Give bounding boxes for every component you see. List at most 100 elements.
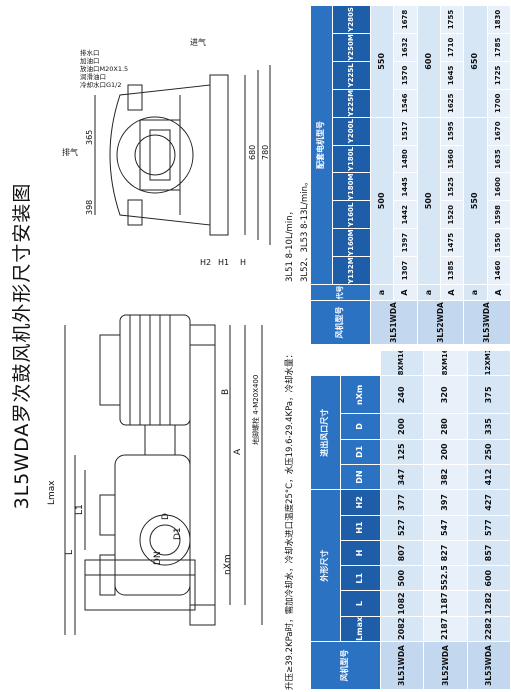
table-row: 3L51WDA a 500 550 — [370, 5, 418, 345]
dims-row-model: 3L51WDA — [380, 641, 424, 690]
motor-cell: 1600 — [487, 172, 511, 201]
dims-group-outline: 外形尺寸 — [310, 489, 341, 642]
dims-cell: 1282 — [467, 590, 511, 617]
motor-cell: 1445 — [393, 172, 418, 201]
motor-col-header: Y250M — [332, 33, 371, 62]
dims-cell: 12XM16 — [467, 350, 511, 376]
dims-subheader-row: Lmax L L1 H H1 H2 DN D1 D nXm — [340, 351, 381, 690]
motor-cell: 1560 — [440, 145, 464, 173]
motor-cell: 1570 — [393, 61, 418, 90]
label-lube-port: 润滑油口 — [80, 72, 106, 81]
label-foundation-bolt: 地脚螺栓 4-M20X400 — [251, 375, 260, 445]
motor-col-header: Y200L — [332, 117, 371, 146]
dims-cell: 547 — [423, 515, 468, 541]
dims-cell: 412 — [467, 464, 511, 490]
dims-col-header: H1 — [340, 515, 381, 541]
dims-cell: 1082 — [380, 590, 424, 617]
label-cooling-port: 冷却水口G1/2 — [80, 80, 122, 89]
label-oil-plug: 放油口M20X1.5 — [80, 64, 128, 73]
label-drain: 排水口 — [80, 48, 100, 57]
motor-cell: 1546 — [393, 89, 418, 118]
dims-col-header: D1 — [340, 439, 381, 465]
motor-row-model: 3L52WDA — [417, 300, 464, 345]
motor-cell: 1397 — [393, 228, 418, 257]
motor-cell: 1385 — [440, 256, 464, 285]
motor-cell: 1517 — [393, 117, 418, 146]
dims-col-model: 风机型号 — [310, 641, 381, 690]
motor-cell: 1442 — [393, 200, 418, 229]
dimensions-table: 风机型号 外形尺寸 进出风口尺寸 Lmax L L1 H H1 H2 DN D1… — [310, 350, 511, 690]
dims-col-header: L1 — [340, 565, 381, 591]
side-view-svg: Lmax L L1 A B D D1 DN nXm 地脚螺栓 4-M20X400 — [47, 314, 263, 635]
table-row: 3L53WDA 2282 1282 600 857 577 427 412 25… — [467, 350, 511, 690]
dims-col-header: H2 — [340, 489, 381, 516]
label-h2: H2 — [200, 258, 211, 267]
dims-group-port: 进出风口尺寸 — [310, 375, 341, 490]
table-row: A 1460 1550 1598 1600 1635 1670 1700 172… — [487, 5, 511, 345]
side-view-drawing: Lmax L L1 A B D D1 DN nXm 地脚螺栓 4-M20X400 — [40, 305, 280, 665]
motor-cell: 1785 — [487, 33, 511, 62]
motor-cell: 1598 — [487, 200, 511, 229]
motor-cell: 1725 — [487, 61, 511, 90]
label-h: H — [240, 258, 246, 267]
dims-cell: 397 — [423, 489, 468, 516]
motor-cell: 1645 — [440, 61, 464, 90]
dim-398: 398 — [85, 200, 94, 215]
dims-row-model: 3L53WDA — [467, 641, 511, 690]
page-title: 3L5WDA罗次鼓风机外形尺寸安装图 — [10, 182, 33, 510]
motor-table: 风机型号 代号 配套电机型号 Y132M Y160M Y160L Y180M Y… — [310, 5, 511, 345]
motor-cell: 1525 — [440, 172, 464, 201]
motor-cell: 550 — [370, 5, 394, 118]
dims-cell: 320 — [423, 375, 468, 414]
motor-cell: 1632 — [393, 33, 418, 62]
motor-col-model: 风机型号 — [310, 300, 371, 345]
motor-row-code: a — [417, 284, 441, 301]
motor-cell: 600 — [417, 5, 441, 118]
dims-cell: 8XM16 — [423, 350, 468, 376]
motor-group-header: 配套电机型号 — [310, 5, 333, 285]
dims-cell: 577 — [467, 515, 511, 541]
dims-cell: 2082 — [380, 616, 424, 642]
motor-col-header: Y280S — [332, 5, 371, 34]
label-oil-in: 加油口 — [80, 56, 100, 65]
dims-cell: 2187 — [423, 616, 468, 642]
label-outlet: 排气 — [62, 147, 78, 157]
motor-row-model: 3L51WDA — [370, 300, 418, 345]
dims-cell: 500 — [380, 565, 424, 591]
table-row: A 1385 1475 1520 1525 1560 1595 1625 164… — [440, 5, 464, 345]
motor-row-code: a — [463, 284, 488, 301]
motor-cell: 1480 — [393, 145, 418, 173]
motor-cell: 1595 — [440, 117, 464, 146]
dims-col-header: D — [340, 413, 381, 440]
dims-cell: 552.5 — [423, 565, 468, 591]
label-lmax: Lmax — [47, 480, 57, 505]
end-view-svg: 排水口 加油口 放油口M20X1.5 润滑油口 冷却水口G1/2 进气 排气 3… — [62, 37, 271, 267]
dims-cell: 375 — [467, 375, 511, 414]
dims-cell: 427 — [467, 489, 511, 516]
cooling-water-note: 升压≥39.2KPa时，需加冷却水，冷却水进口温度25°C，水压19.6-29.… — [285, 349, 295, 690]
water-flow-3l51: 3L51 8-10L/min， — [285, 206, 295, 282]
motor-cell: 1678 — [393, 5, 418, 34]
motor-cell: 1625 — [440, 89, 464, 118]
dims-col-header: Lmax — [340, 616, 381, 642]
motor-cell: 500 — [370, 117, 394, 285]
motor-cell: 1670 — [487, 117, 511, 146]
motor-col-header: Y225M — [332, 89, 371, 118]
motor-col-header: Y225L — [332, 61, 371, 90]
motor-row-code: A — [487, 284, 511, 301]
label-inlet: 进气 — [190, 37, 206, 47]
table-row: 3L53WDA a 550 650 — [463, 5, 511, 345]
motor-row-model: 3L53WDA — [463, 300, 511, 345]
motor-cell: 550 — [463, 117, 488, 285]
motor-row-code: a — [370, 284, 394, 301]
motor-row-code: A — [440, 284, 464, 301]
dims-cell: 347 — [380, 464, 424, 490]
dims-cell: 240 — [380, 375, 424, 414]
dims-cell: 1187 — [423, 590, 468, 617]
dims-cell: 8XM16 — [380, 350, 424, 376]
motor-cell: 1700 — [487, 89, 511, 118]
table-row: 3L52WDA 2187 1187 552.5 827 547 397 382 … — [423, 350, 468, 690]
label-d1: D1 — [173, 527, 183, 540]
motor-col-header: Y132M — [332, 256, 371, 285]
water-flow-3l52-53: 3L52、3L53 8-13L/min。 — [300, 177, 310, 282]
